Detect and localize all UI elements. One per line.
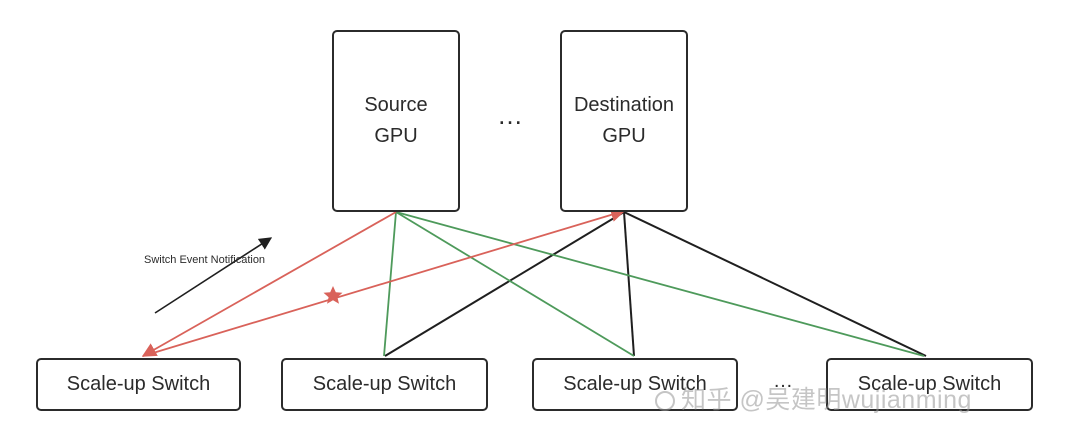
notification-arrow — [154, 237, 273, 314]
link-src-switch-4 — [395, 211, 925, 357]
link-src-switch-3 — [395, 211, 635, 357]
link-src-switch-1-red — [141, 211, 397, 357]
switch-ellipsis: … — [773, 370, 793, 392]
gpu-ellipsis: … — [497, 100, 525, 130]
destination-gpu-box: Destination GPU — [560, 30, 688, 212]
link-src-switch-2 — [383, 211, 397, 357]
switch-label: Scale-up Switch — [857, 373, 1002, 395]
watermark: 知乎 @吴建明wujianming — [655, 380, 972, 416]
scale-up-switch-1: Scale-up Switch — [36, 358, 241, 411]
link-dst-switch-3 — [623, 211, 635, 357]
zhihu-logo-icon — [655, 391, 675, 412]
switch-label: Scale-up Switch — [66, 373, 211, 395]
switch-label: Scale-up Switch — [563, 373, 707, 395]
link-dst-switch-2 — [384, 211, 625, 357]
watermark-text: 知乎 @吴建明wujianming — [681, 386, 972, 414]
failure-star-icon — [323, 286, 343, 304]
source-gpu-label: Source GPU — [364, 94, 428, 147]
notification-label: Switch Event Notification — [144, 254, 266, 266]
link-dst-switch-4 — [623, 211, 927, 357]
scale-up-switch-4: Scale-up Switch — [826, 358, 1033, 411]
source-gpu-box: Source GPU — [332, 30, 460, 212]
scale-up-switch-2: Scale-up Switch — [281, 358, 488, 411]
scale-up-switch-3: Scale-up Switch — [532, 358, 738, 411]
link-switch-1-dst-red — [142, 207, 626, 357]
destination-gpu-label: Destination GPU — [573, 94, 675, 147]
switch-label: Scale-up Switch — [312, 373, 457, 395]
